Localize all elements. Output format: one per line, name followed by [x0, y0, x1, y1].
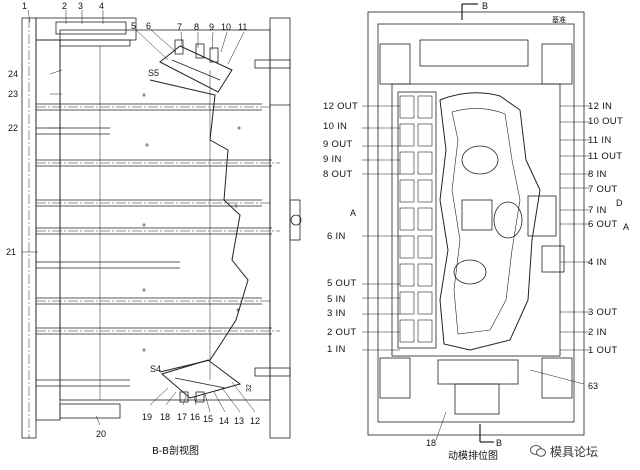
port-label: 6 IN: [327, 231, 346, 242]
callout-22: 22: [8, 123, 18, 133]
slider-s4: [160, 359, 242, 403]
callout-11: 11: [238, 22, 247, 32]
callout-18-right: 18: [426, 438, 436, 448]
callout-13: 13: [234, 416, 244, 426]
callout-15: 15: [203, 414, 213, 424]
bottom-block: [454, 383, 500, 415]
callout-9: 9: [209, 22, 214, 32]
callout-63: 63: [588, 381, 598, 391]
callout-8: 8: [194, 22, 199, 32]
port-label: 5 IN: [327, 294, 346, 305]
port-label: 3 OUT: [588, 307, 617, 318]
watermark: 模具论坛: [530, 441, 598, 461]
cross-marks: [142, 93, 241, 352]
port-label: 11 IN: [588, 135, 612, 146]
cylinder-bottom: [59, 403, 121, 419]
callout-1: 1: [22, 1, 27, 11]
slider-s4-label: S4: [150, 364, 161, 374]
callout-14: 14: [219, 416, 229, 426]
part-contour: [439, 92, 541, 351]
clamp-plate-right: [269, 17, 291, 439]
port-label: 2 OUT: [327, 327, 356, 338]
callout-12: 12: [250, 416, 260, 426]
callout-17: 17: [177, 412, 187, 422]
side-fitting: [289, 199, 301, 241]
ejector-rods: [36, 103, 272, 335]
port-label: 3 IN: [327, 308, 346, 319]
port-label: 4 IN: [588, 257, 607, 268]
section-marker-b-bottom: B: [496, 438, 502, 448]
port-label: 7 IN: [588, 205, 607, 216]
right-port-labels: 12 IN 10 OUT 11 IN 11 OUT 8 IN 7 OUT 7 I…: [588, 101, 623, 356]
section-marker-a-left: A: [350, 208, 356, 218]
callout-10: 10: [221, 22, 231, 32]
callout-5: 5: [131, 21, 136, 31]
top-plate: [35, 17, 137, 41]
core-insert: [391, 83, 561, 357]
callout-24: 24: [8, 69, 18, 79]
mold-base-outline: [367, 11, 585, 436]
section-marker-a-right: A: [623, 222, 629, 232]
callout-2: 2: [62, 1, 67, 11]
port-label: 10 IN: [323, 121, 347, 132]
callout-16: 16: [190, 412, 200, 422]
port-label: 9 IN: [323, 154, 342, 165]
port-label: 9 OUT: [323, 139, 352, 150]
ejector-plate: [35, 39, 61, 421]
port-label: 1 IN: [327, 344, 346, 355]
cooling-blocks-left: [399, 95, 433, 343]
datum-tag: 基准: [552, 15, 566, 24]
callout-6: 6: [146, 21, 151, 31]
port-label: 8 IN: [588, 169, 607, 180]
callout-21: 21: [6, 247, 16, 257]
port-label: 12 OUT: [323, 101, 358, 112]
callout-23: 23: [8, 89, 18, 99]
callout-19: 19: [142, 412, 152, 422]
slider-s5-label: S5: [148, 68, 159, 78]
watermark-text: 模具论坛: [550, 444, 599, 459]
port-label: 8 OUT: [323, 169, 352, 180]
port-label: 10 OUT: [588, 116, 623, 127]
port-label: 2 IN: [588, 327, 607, 338]
callout-20: 20: [96, 429, 106, 439]
callout-18: 18: [160, 412, 170, 422]
port-label: 7 OUT: [588, 184, 617, 195]
leader-lines-left: [22, 9, 256, 426]
section-marker-b-top: B: [482, 1, 488, 11]
callout-7: 7: [177, 22, 182, 32]
moving-mold-layout: [362, 3, 590, 443]
caption-moving-mold-layout: 动模排位图: [448, 449, 498, 462]
core-block: [59, 29, 271, 401]
callout-4: 4: [99, 1, 104, 11]
dimension-label: 32: [246, 384, 253, 392]
left-port-labels: 12 OUT 10 IN 9 OUT 9 IN 8 OUT 6 IN 5 OUT…: [323, 101, 358, 355]
center-lines: [28, 18, 280, 438]
section-marker-d: D: [616, 198, 623, 208]
port-label: 5 OUT: [327, 278, 356, 289]
port-label: 6 OUT: [588, 219, 617, 230]
port-label: 11 OUT: [588, 151, 622, 162]
slider-s5: [159, 39, 233, 93]
section-view-b-b: [21, 17, 302, 439]
callout-3: 3: [78, 1, 83, 11]
port-label: 12 IN: [588, 101, 612, 112]
cylinder-top: [55, 21, 127, 35]
chat-bubble-icon: [530, 445, 546, 457]
port-label: 1 OUT: [588, 345, 617, 356]
part-profile: [149, 79, 249, 373]
caption-b-b-section: B-B剖视图: [152, 444, 199, 457]
channel-guides: [362, 105, 590, 351]
